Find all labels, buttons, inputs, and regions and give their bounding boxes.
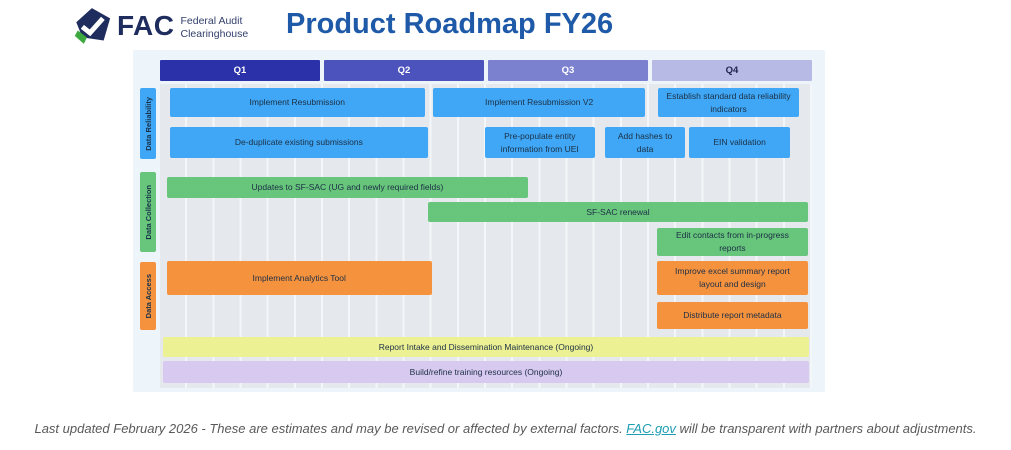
bar-establish-standard-data-reliability-indicators: Establish standard data reliability indi… (658, 88, 799, 117)
footer-text-after-link: will be transparent with partners about … (675, 421, 977, 436)
quarter-header-q1: Q1 (160, 60, 320, 81)
bar-distribute-report-metadata: Distribute report metadata (656, 302, 809, 329)
bar-pre-populate-entity-information-from-uei: Pre-populate entity information from UEI (484, 127, 595, 158)
category-strip-data-collection: Data Collection (140, 172, 156, 252)
fac-logo-icon (74, 8, 111, 44)
page-title-main: Product Roadmap (286, 8, 544, 40)
bar-implement-resubmission-v2: Implement Resubmission V2 (433, 88, 646, 117)
logo-name-line2: Clearinghouse (180, 27, 249, 40)
page-title-fiscal-year: FY26 (543, 8, 614, 40)
footer-disclaimer: Last updated February 2026 - These are e… (0, 421, 1011, 436)
quarter-header-q2: Q2 (324, 60, 484, 81)
category-label: Data Reliability (143, 96, 153, 151)
logo-name-line1: Federal Audit (180, 14, 243, 27)
category-label: Data Access (143, 273, 153, 319)
category-label: Data Collection (143, 184, 153, 240)
footer-text-before-link: Last updated February 2026 - These are e… (34, 421, 627, 436)
fac-logo: FAC Federal Audit Clearinghouse (74, 7, 248, 45)
bar-implement-analytics-tool: Implement Analytics Tool (166, 261, 432, 295)
bar-sf-sac-renewal: SF-SAC renewal (427, 202, 809, 222)
plot-area: Implement Resubmission Implement Resubmis… (160, 84, 812, 388)
bar-improve-excel-summary-report-layout-and-design: Improve excel summary report layout and … (656, 261, 809, 295)
bar-build-refine-training-resources: Build/refine training resources (Ongoing… (163, 361, 809, 383)
bar-de-duplicate-existing-submissions: De-duplicate existing submissions (169, 127, 428, 158)
bar-implement-resubmission: Implement Resubmission (169, 88, 425, 117)
bar-edit-contacts-from-in-progress-reports: Edit contacts from in-progress reports (656, 228, 809, 256)
category-strip-data-access: Data Access (140, 262, 156, 330)
category-strip-data-reliability: Data Reliability (140, 88, 156, 159)
bar-ein-validation: EIN validation (689, 127, 790, 158)
bar-add-hashes-to-data: Add hashes to data (605, 127, 685, 158)
logo-name: Federal Audit Clearinghouse (181, 12, 249, 40)
logo-acronym: FAC (117, 10, 175, 41)
bar-report-intake-and-dissemination-maintenance: Report Intake and Dissemination Maintena… (163, 337, 809, 357)
quarter-header-q3: Q3 (488, 60, 648, 81)
page-title: Product Roadmap FY26 (286, 8, 613, 41)
fac-gov-link[interactable]: FAC.gov (626, 421, 676, 436)
bar-updates-to-sf-sac: Updates to SF-SAC (UG and newly required… (166, 177, 529, 198)
quarter-header-q4: Q4 (652, 60, 812, 81)
